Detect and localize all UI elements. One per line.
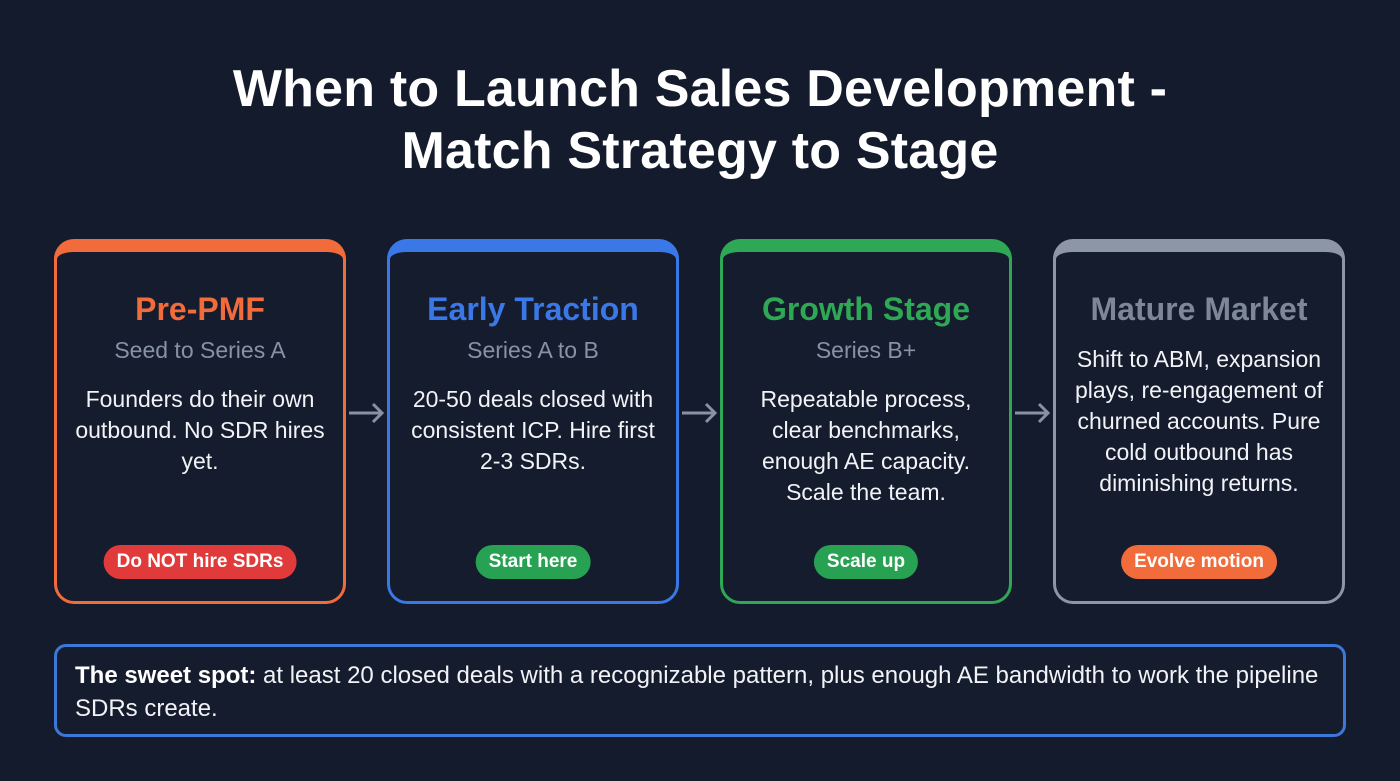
stage-card-growth: Growth Stage Series B+ Repeatable proces… (720, 239, 1012, 604)
stage-card-early-traction: Early Traction Series A to B 20-50 deals… (387, 239, 679, 604)
arrow-right-icon (682, 402, 718, 424)
title-line-2: Match Strategy to Stage (401, 122, 999, 180)
stage-badge: Start here (475, 545, 591, 579)
arrow-right-icon (349, 402, 385, 424)
stage-badge: Scale up (813, 545, 919, 579)
callout-label: The sweet spot: (75, 662, 257, 689)
stage-badge: Do NOT hire SDRs (103, 545, 297, 579)
arrow-right-icon (1015, 402, 1051, 424)
sweet-spot-callout: The sweet spot: at least 20 closed deals… (54, 644, 1346, 737)
stage-subtitle: Series A to B (467, 337, 599, 363)
stage-description: Shift to ABM, expansion plays, re-engage… (1074, 346, 1324, 496)
stage-card-mature: Mature Market Shift to ABM, expansion pl… (1053, 239, 1345, 604)
stage-title: Pre-PMF (135, 291, 265, 327)
stage-description: Repeatable process, clear benchmarks, en… (760, 386, 972, 505)
stage-title: Early Traction (427, 291, 639, 327)
stage-badge: Evolve motion (1121, 545, 1277, 579)
stage-subtitle: Series B+ (815, 337, 917, 363)
title-line-1: When to Launch Sales Development - (232, 60, 1168, 118)
callout-text: at least 20 closed deals with a recogniz… (75, 662, 1319, 722)
stage-title: Mature Market (1090, 291, 1308, 327)
stage-card-pre-pmf: Pre-PMF Seed to Series A Founders do the… (54, 239, 346, 604)
page-title: When to Launch Sales Development - Match… (0, 58, 1400, 182)
stage-subtitle: Seed to Series A (114, 337, 286, 363)
stage-description: 20-50 deals closed with consistent ICP. … (411, 386, 655, 474)
stage-description: Founders do their own outbound. No SDR h… (75, 386, 325, 474)
stage-title: Growth Stage (761, 291, 970, 327)
